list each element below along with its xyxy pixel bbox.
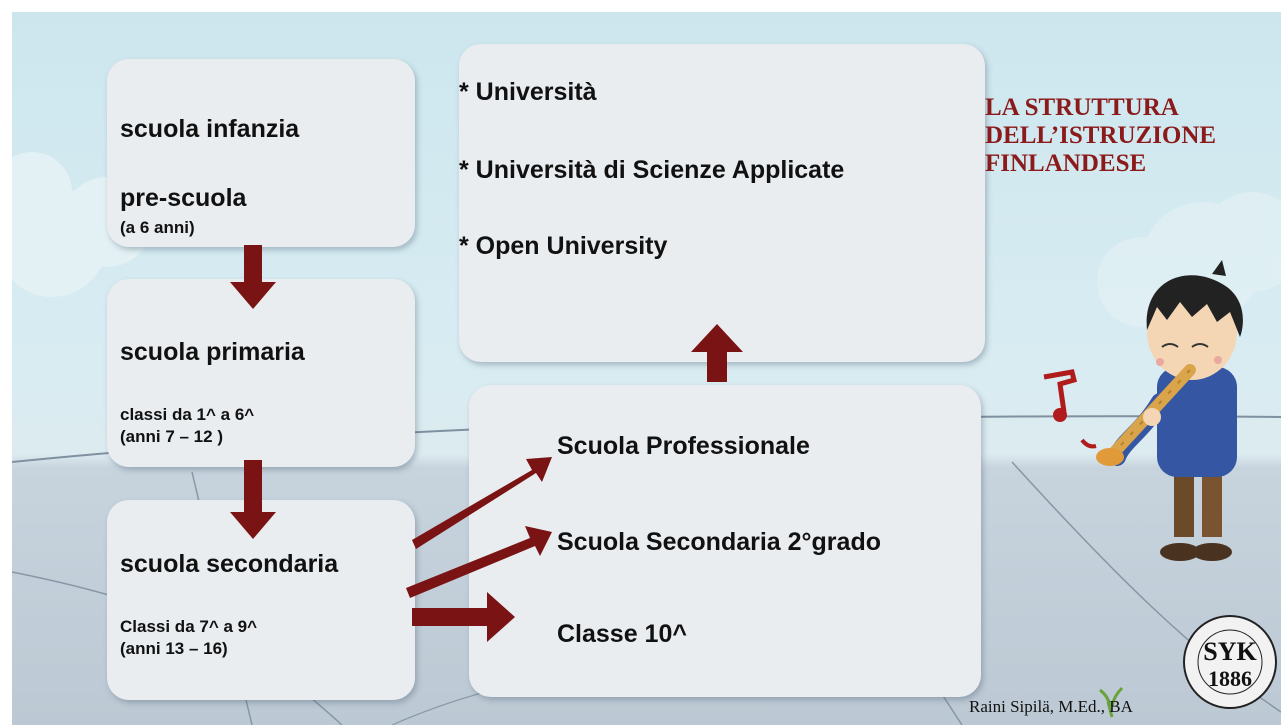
box-secondary [107,500,415,700]
primary-line-2: classi da 1^ a 6^ [120,405,255,424]
upper-item-2: Scuola Secondaria 2°grado [557,528,881,556]
author-credit: Raini Sipilä, M.Ed., BA [969,697,1133,716]
arrow-to-secondaria-2 [406,526,552,598]
boy-flute-illustration [1043,260,1243,561]
arrow-up [691,324,743,382]
title-line-3: FINLANDESE [985,150,1147,177]
upper-item-3: Classe 10^ [557,620,687,648]
primary-line-3: (anni 7 – 12 ) [120,427,223,446]
higher-item-1: * Università [459,78,597,106]
box-upper-secondary [469,385,981,697]
arrow-to-professionale [412,457,552,549]
primary-line-1: scuola primaria [120,338,305,366]
box-preschool [107,59,415,247]
title-line-2: DELL’ISTRUZIONE [985,122,1217,149]
secondary-line-2: Classi da 7^ a 9^ [120,617,258,636]
box-primary [107,279,415,467]
flow-arrows [230,245,743,642]
sprig-icon [1099,686,1124,718]
upper-item-1: Scuola Professionale [557,432,810,460]
preschool-line-1: scuola infanzia [120,115,300,143]
arrow-down-2 [230,460,276,539]
slide: SYK 1886 LA STRUTTURA DELL’ISTRUZIONE FI… [12,12,1281,725]
secondary-line-3: (anni 13 – 16) [120,639,228,658]
arrow-to-classe-10 [412,592,515,642]
higher-item-2: * Università di Scienze Applicate [459,156,845,184]
preschool-line-2: pre-scuola [120,184,247,212]
slide-title: LA STRUTTURA DELL’ISTRUZIONE FINLANDESE [985,94,1216,178]
title-line-1: LA STRUTTURA [985,94,1179,121]
syk-seal-logo: SYK 1886 [1183,615,1277,709]
higher-item-3: * Open University [459,232,668,260]
preschool-line-3: (a 6 anni) [120,218,195,237]
secondary-line-1: scuola secondaria [120,550,339,578]
seal-main-text: SYK [1203,637,1257,666]
box-higher [459,44,985,362]
seal-year-text: 1886 [1208,666,1252,691]
arrow-down-1 [230,245,276,309]
